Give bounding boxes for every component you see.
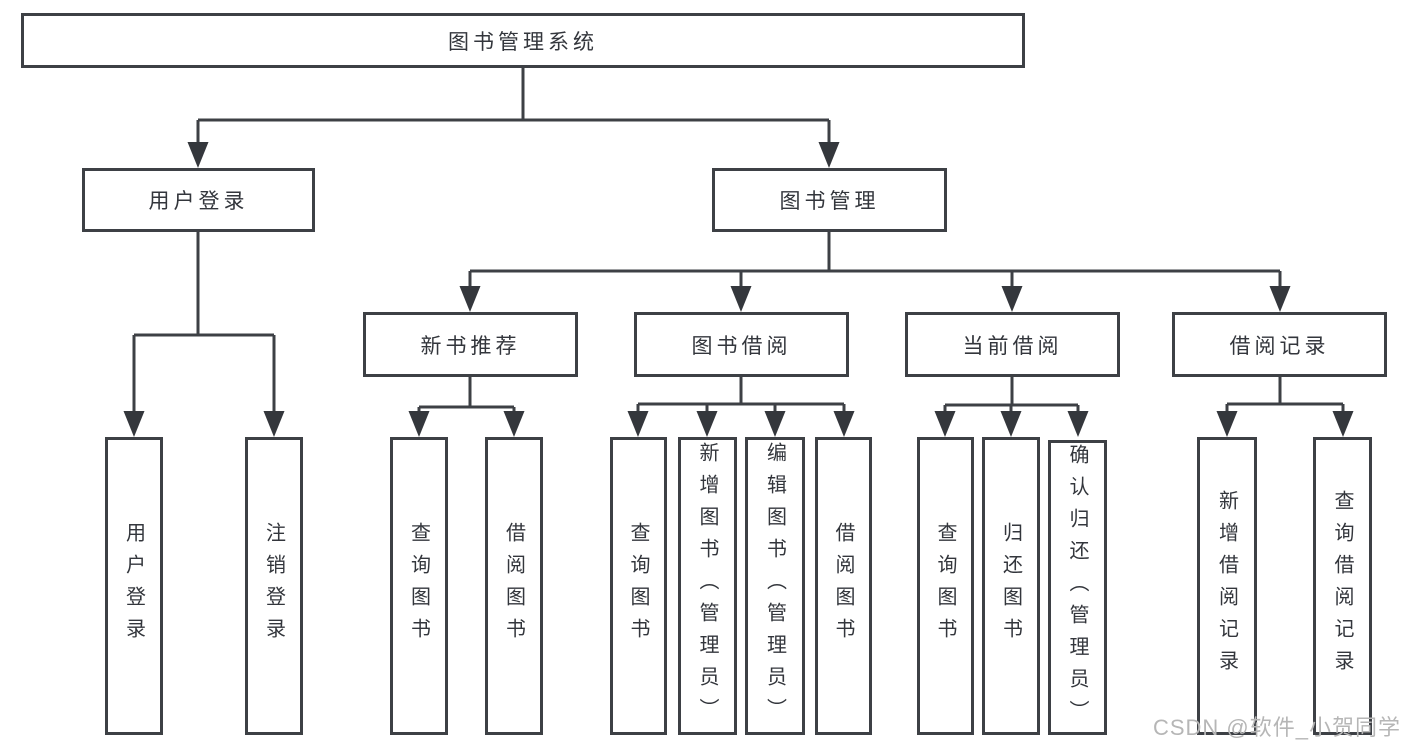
arrowhead (187, 142, 209, 168)
leaf-borrow-books-borrowing: 借阅图书 (815, 437, 872, 735)
arrowhead (1332, 411, 1354, 437)
arrowhead (263, 411, 285, 437)
leaf-logout: 注销登录 (245, 437, 303, 735)
arrowhead (503, 411, 525, 437)
leaf-query-books-borrowing: 查询图书 (610, 437, 667, 735)
leaf-query-books-recommend: 查询图书 (390, 437, 448, 735)
arrowhead (696, 411, 718, 437)
arrowhead (934, 411, 956, 437)
leaf-add-borrow-record: 新增借阅记录 (1197, 437, 1257, 735)
arrowhead (764, 411, 786, 437)
arrowhead (123, 411, 145, 437)
arrowhead (1269, 286, 1291, 312)
arrowhead (408, 411, 430, 437)
node-borrowing-records: 借阅记录 (1172, 312, 1387, 377)
leaf-query-borrow-record: 查询借阅记录 (1313, 437, 1372, 735)
connector-book-management (459, 232, 1291, 312)
leaf-confirm-return-admin: 确认归还（管理员） (1048, 440, 1107, 735)
leaf-user-login: 用户登录 (105, 437, 163, 735)
node-library-system: 图书管理系统 (21, 13, 1025, 68)
connector-user-login (123, 232, 285, 437)
leaf-borrow-books-recommend: 借阅图书 (485, 437, 543, 735)
node-user-login: 用户登录 (82, 168, 315, 232)
arrowhead (627, 411, 649, 437)
connector-root (187, 68, 840, 168)
arrowhead (730, 286, 752, 312)
arrowhead (1001, 286, 1023, 312)
leaf-add-book-admin: 新增图书（管理员） (678, 437, 737, 735)
arrowhead (459, 286, 481, 312)
csdn-watermark: CSDN @软件_小贺同学 (1152, 715, 1401, 740)
arrowhead (833, 411, 855, 437)
node-book-borrowing: 图书借阅 (634, 312, 849, 377)
leaf-query-books-current: 查询图书 (917, 437, 974, 735)
connector-new-book-recommendation (408, 377, 525, 437)
arrowhead (1000, 411, 1022, 437)
node-new-book-recommendation: 新书推荐 (363, 312, 578, 377)
arrowhead (1216, 411, 1238, 437)
connector-borrowing-records (1216, 377, 1354, 437)
arrowhead (1067, 411, 1089, 437)
node-current-borrowing: 当前借阅 (905, 312, 1120, 377)
leaf-return-books: 归还图书 (982, 437, 1040, 735)
arrowhead (818, 142, 840, 168)
connector-current-borrowing (934, 377, 1089, 437)
connector-book-borrowing (627, 377, 855, 437)
leaf-edit-book-admin: 编辑图书（管理员） (745, 437, 805, 735)
node-book-management: 图书管理 (712, 168, 947, 232)
